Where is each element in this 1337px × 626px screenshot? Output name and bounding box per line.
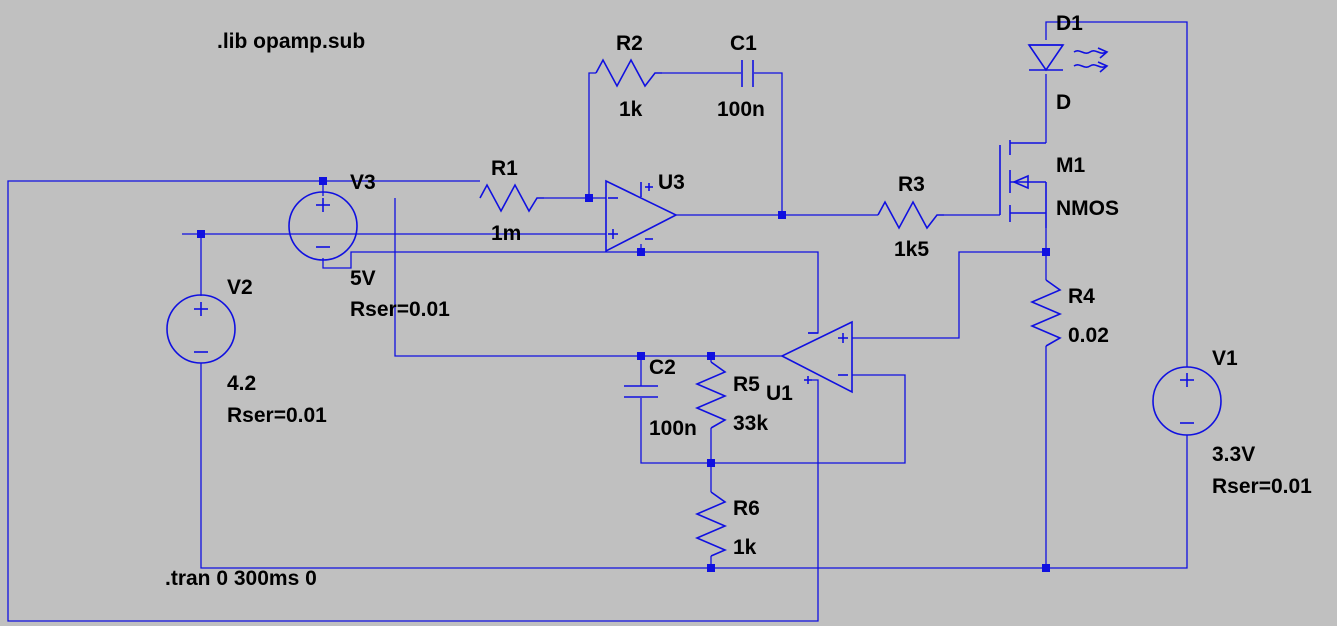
r6-name: R6: [733, 497, 760, 520]
wire-c1-right: [754, 72, 783, 215]
r3-value: 1k5: [894, 238, 929, 261]
c1-name: C1: [730, 32, 757, 55]
resistor-r4-symbol[interactable]: [1029, 279, 1063, 347]
resistor-r2-symbol[interactable]: [595, 58, 662, 88]
c1-value: 100n: [717, 98, 765, 121]
junction-dot: [707, 352, 715, 360]
r2-value: 1k: [619, 98, 643, 121]
m1-name: M1: [1056, 154, 1085, 177]
c2-name: C2: [649, 356, 676, 379]
resistor-r1-symbol[interactable]: [479, 183, 544, 213]
junction-dot: [778, 211, 786, 219]
nmos-m1-symbol[interactable]: [999, 140, 1047, 228]
r1-value: 1m: [491, 222, 521, 245]
v3-value: 5V: [350, 267, 376, 290]
wires: [7, 21, 1188, 622]
junction-dot: [1042, 564, 1050, 572]
u1-name: U1: [766, 382, 793, 405]
junction-dot: [707, 564, 715, 572]
m1-value: NMOS: [1056, 197, 1119, 220]
junction-dot: [1042, 248, 1050, 256]
junction-dot: [637, 352, 645, 360]
junction-dot: [585, 194, 593, 202]
wire-fb-left: [588, 72, 596, 198]
junction-dot: [319, 177, 327, 185]
wire-ground-line: [200, 363, 1188, 569]
r4-name: R4: [1068, 285, 1095, 308]
wire-c2-bottom: [640, 374, 906, 464]
resistor-r3-symbol[interactable]: [877, 200, 944, 230]
v3-name: V3: [350, 171, 376, 194]
v1-name: V1: [1212, 347, 1238, 370]
wire-u1-out-loop: [394, 198, 782, 357]
junction-dot: [637, 248, 645, 256]
lib-directive: .lib opamp.sub: [217, 30, 365, 53]
wire-v1-top: [1045, 21, 1188, 367]
r4-value: 0.02: [1068, 324, 1109, 347]
r5-name: R5: [733, 373, 760, 396]
r1-name: R1: [491, 157, 518, 180]
junction-dot: [707, 459, 715, 467]
v2-name: V2: [227, 276, 253, 299]
u3-name: U3: [658, 171, 685, 194]
r6-value: 1k: [733, 536, 757, 559]
v2-value: 4.2: [227, 372, 256, 395]
junctions: [197, 177, 1050, 572]
junction-dot: [197, 230, 205, 238]
c2-value: 100n: [649, 417, 697, 440]
v2-rser: Rser=0.01: [227, 404, 327, 427]
r3-name: R3: [898, 173, 925, 196]
opamp-u3-symbol[interactable]: [605, 179, 678, 253]
voltage-source-v3-symbol[interactable]: [288, 191, 358, 261]
led-d1-symbol[interactable]: [1027, 44, 1109, 73]
opamp-u1-symbol[interactable]: [780, 320, 853, 394]
capacitor-c2-symbol[interactable]: [624, 385, 658, 398]
wire-v3-plus-loop: [7, 180, 819, 622]
v1-rser: Rser=0.01: [1212, 475, 1312, 498]
d1-name: D1: [1056, 12, 1083, 35]
capacitor-c1-symbol[interactable]: [741, 60, 754, 87]
tran-directive: .tran 0 300ms 0: [165, 567, 317, 590]
v1-value: 3.3V: [1212, 443, 1255, 466]
r5-value: 33k: [733, 412, 768, 435]
d1-value: D: [1056, 91, 1071, 114]
wire-sense: [852, 251, 1046, 339]
voltage-source-v2-symbol[interactable]: [166, 294, 236, 364]
r2-name: R2: [616, 32, 643, 55]
voltage-source-v1-symbol[interactable]: [1152, 366, 1222, 436]
resistor-r5-symbol[interactable]: [694, 361, 728, 429]
resistor-r6-symbol[interactable]: [694, 491, 728, 557]
v3-rser: Rser=0.01: [350, 298, 450, 321]
